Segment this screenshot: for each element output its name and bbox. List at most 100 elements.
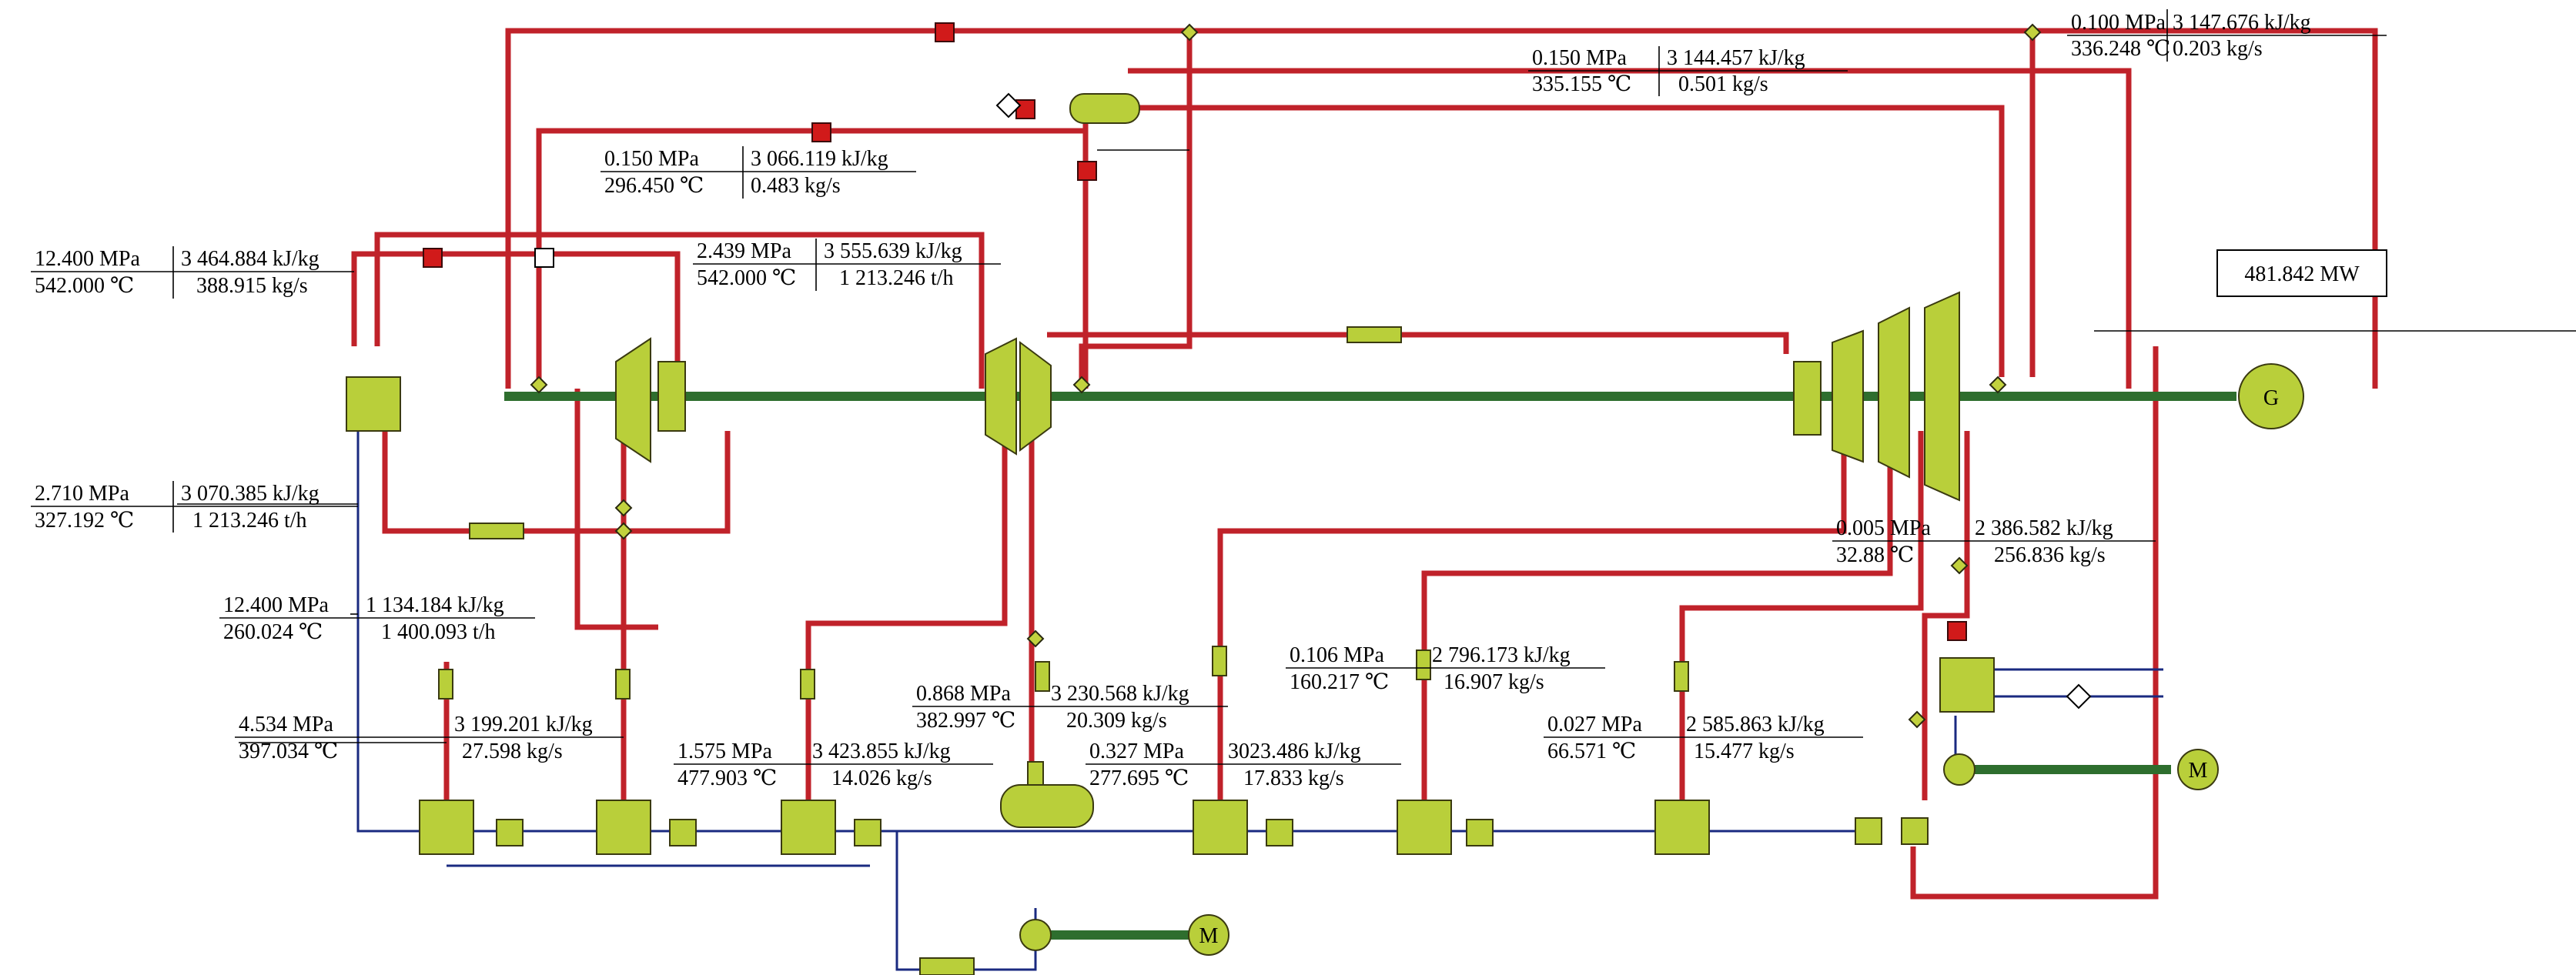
- junction-7: [614, 522, 633, 540]
- state-label-11: 0.327 MPa 3023.486 kJ/kg 277.695 ℃ 17.83…: [1086, 740, 1401, 790]
- pressure: 0.106 MPa: [1290, 643, 1384, 667]
- enthalpy: 3 147.676 kJ/kg: [2173, 11, 2311, 35]
- drain-cooler-1: [496, 819, 524, 846]
- lp-turbine-3: [1878, 306, 1910, 479]
- state-label-13: 0.027 MPa 2 585.863 kJ/kg 66.571 ℃ 15.47…: [1544, 713, 1863, 763]
- feed-pump-motor-icon: [1188, 914, 1229, 956]
- flow: 388.915 kg/s: [196, 274, 308, 298]
- inline-3: [800, 669, 815, 700]
- check-valve-1: [995, 92, 1022, 119]
- enthalpy: 3 199.201 kJ/kg: [454, 713, 593, 736]
- check-valve-2: [2066, 683, 2092, 710]
- pressure: 0.150 MPa: [604, 147, 699, 171]
- center-vertical-steam-line: [1079, 31, 1193, 389]
- state-label-2: 0.150 MPa 3 144.457 kJ/kg 335.155 ℃ 0.50…: [1528, 46, 1848, 96]
- flow: 0.483 kg/s: [751, 174, 841, 198]
- temperature: 542.000 ℃: [697, 266, 796, 290]
- state-label-10: 0.868 MPa 3 230.568 kJ/kg 382.997 ℃ 20.3…: [912, 682, 1228, 733]
- pressure: 2.439 MPa: [697, 239, 791, 263]
- state-label-9: 1.575 MPa 3 423.855 kJ/kg 477.903 ℃ 14.0…: [674, 740, 993, 790]
- flow: 27.598 kg/s: [462, 740, 563, 763]
- drain-cooler-2: [669, 819, 697, 846]
- crossover-pipe: [1047, 332, 1789, 354]
- inline-2: [615, 669, 631, 700]
- inline-1: [438, 669, 453, 700]
- condensate-pump-motor-icon: [2177, 749, 2219, 790]
- condenser: [1939, 657, 1995, 713]
- junction-2: [2023, 23, 2042, 42]
- enthalpy: 3 066.119 kJ/kg: [751, 147, 888, 171]
- flow: 256.836 kg/s: [1994, 543, 2106, 567]
- ip-turbine-stage: [1019, 341, 1052, 452]
- enthalpy: 3 423.855 kJ/kg: [812, 740, 951, 763]
- inline-6: [1416, 649, 1431, 680]
- extraction-8: [1679, 431, 1924, 800]
- temperature: 296.450 ℃: [604, 174, 704, 198]
- junction-4: [1072, 376, 1091, 394]
- junction-5: [1989, 376, 2007, 394]
- temperature: 542.000 ℃: [35, 274, 134, 298]
- flow: 15.477 kg/s: [1694, 740, 1795, 763]
- heater-5: [1397, 800, 1452, 855]
- junction-3: [530, 376, 548, 394]
- heater-3: [781, 800, 836, 855]
- boiler: [346, 376, 401, 432]
- pressure: 0.868 MPa: [916, 682, 1011, 706]
- temperature: 160.217 ℃: [1290, 670, 1389, 694]
- temperature: 336.248 ℃: [2071, 37, 2170, 61]
- pressure: 2.710 MPa: [35, 482, 129, 506]
- deaerator-tank: [1000, 784, 1094, 828]
- junction-9: [1950, 556, 1969, 575]
- control-valve-6: [534, 248, 554, 268]
- state-label-5: 2.439 MPa 3 555.639 kJ/kg 542.000 ℃ 1 21…: [693, 239, 1001, 291]
- crossover-inline: [1347, 326, 1402, 343]
- junction-6: [614, 499, 633, 517]
- state-label-12: 0.106 MPa 2 796.173 kJ/kg 160.217 ℃ 16.9…: [1286, 643, 1605, 694]
- third-steam-header: [1128, 105, 2005, 377]
- state-label-8: 4.534 MPa 3 199.201 kJ/kg 397.034 ℃ 27.5…: [235, 713, 624, 763]
- control-valves: [423, 22, 2092, 710]
- flow: 20.309 kg/s: [1066, 709, 1167, 733]
- generator-power-box: [2216, 249, 2387, 297]
- generator-icon: [2238, 363, 2304, 429]
- flow: 1 213.246 t/h: [839, 266, 954, 290]
- flow: 1 400.093 t/h: [381, 620, 496, 644]
- motor-symbol: M: [1199, 924, 1219, 948]
- pressure: 0.005 MPa: [1836, 516, 1931, 540]
- flow: 16.907 kg/s: [1444, 670, 1544, 694]
- enthalpy: 2 796.173 kJ/kg: [1432, 643, 1571, 667]
- state-label-4: 12.400 MPa 3 464.884 kJ/kg 542.000 ℃ 388…: [31, 246, 354, 299]
- drain-coolers: [496, 817, 1929, 846]
- state-label-1: 0.100 MPa 3 147.676 kJ/kg 336.248 ℃ 0.20…: [2067, 9, 2387, 62]
- extraction-1: [574, 389, 658, 630]
- label-leaders: [177, 149, 2576, 743]
- pressure: 12.400 MPa: [223, 593, 329, 617]
- inline-components: [438, 326, 1689, 975]
- inline-5: [1212, 646, 1227, 676]
- control-valve-7: [1947, 621, 1967, 641]
- enthalpy: 3 464.884 kJ/kg: [181, 247, 319, 271]
- junction-1: [1180, 23, 1199, 42]
- enthalpy: 2 386.582 kJ/kg: [1975, 516, 2113, 540]
- pressure: 0.027 MPa: [1547, 713, 1642, 736]
- temperature: 397.034 ℃: [239, 740, 338, 763]
- enthalpy: 3 144.457 kJ/kg: [1667, 46, 1805, 70]
- state-label-7: 12.400 MPa 1 134.184 kJ/kg 260.024 ℃ 1 4…: [219, 593, 535, 644]
- hp-turbine: [615, 337, 651, 463]
- junctions: [530, 23, 2042, 729]
- pressure: 0.327 MPa: [1089, 740, 1184, 763]
- temperature: 277.695 ℃: [1089, 766, 1189, 790]
- state-label-14: 0.005 MPa 2 386.582 kJ/kg 32.88 ℃ 256.83…: [1832, 516, 2156, 567]
- hp-supply-line-2: [351, 251, 681, 362]
- enthalpy: 2 585.863 kJ/kg: [1686, 713, 1825, 736]
- extraction-4: [805, 431, 1008, 800]
- generator-power: 481.842 MW: [2244, 262, 2360, 286]
- temperature: 327.192 ℃: [35, 509, 134, 533]
- enthalpy: 1 134.184 kJ/kg: [366, 593, 504, 617]
- flow: 14.026 kg/s: [831, 766, 932, 790]
- lp-turbine-4: [1924, 291, 1960, 502]
- top-steam-header: [505, 28, 2036, 389]
- condensate-pump: [1943, 753, 1975, 786]
- drain-cooler-5: [1466, 819, 1494, 846]
